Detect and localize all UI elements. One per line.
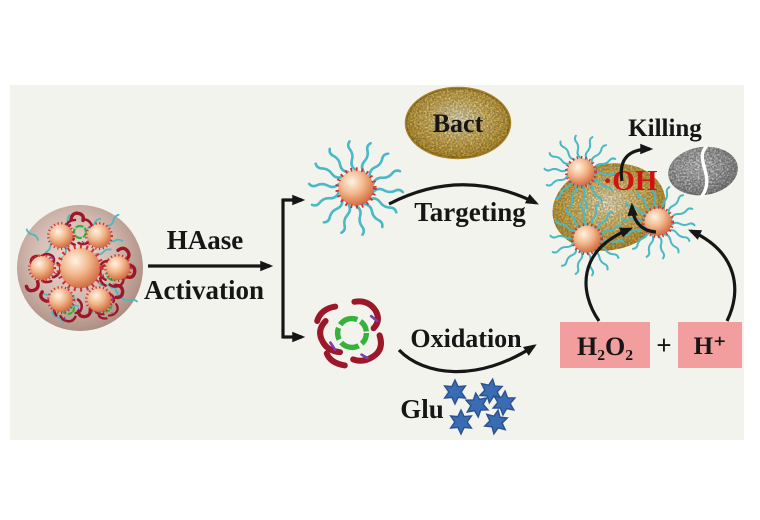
crack-line xyxy=(700,145,709,198)
plus-sign: + xyxy=(656,330,671,360)
h2o2-label: H₂O₂ xyxy=(577,332,633,361)
hplus-to-nanoparticle-arrow xyxy=(688,229,737,322)
glucose-label: Glu xyxy=(400,394,444,424)
hydroxyl-radical-label: ·OH xyxy=(603,165,658,197)
oxidation-arrow xyxy=(397,344,537,374)
h-plus-label: H⁺ xyxy=(694,333,727,360)
oh-generation-arrow xyxy=(627,202,657,234)
bact-label: Bact xyxy=(433,109,484,138)
haase-label: HAase xyxy=(167,225,244,255)
activation-label: Activation xyxy=(144,275,264,305)
killing-arrow xyxy=(619,143,654,182)
bacterium-oval: Bact xyxy=(404,86,512,160)
oxidation-label: Oxidation xyxy=(410,324,522,353)
killing-label: Killing xyxy=(628,115,702,142)
h2o2-to-nanoparticle-arrow xyxy=(584,227,634,322)
h-plus-box: H⁺ xyxy=(678,322,742,368)
targeting-label: Targeting xyxy=(414,197,526,227)
targeting-arrow xyxy=(388,183,539,206)
h2o2-box: H₂O₂ xyxy=(560,322,650,368)
ha-nanoassembly xyxy=(17,205,143,331)
